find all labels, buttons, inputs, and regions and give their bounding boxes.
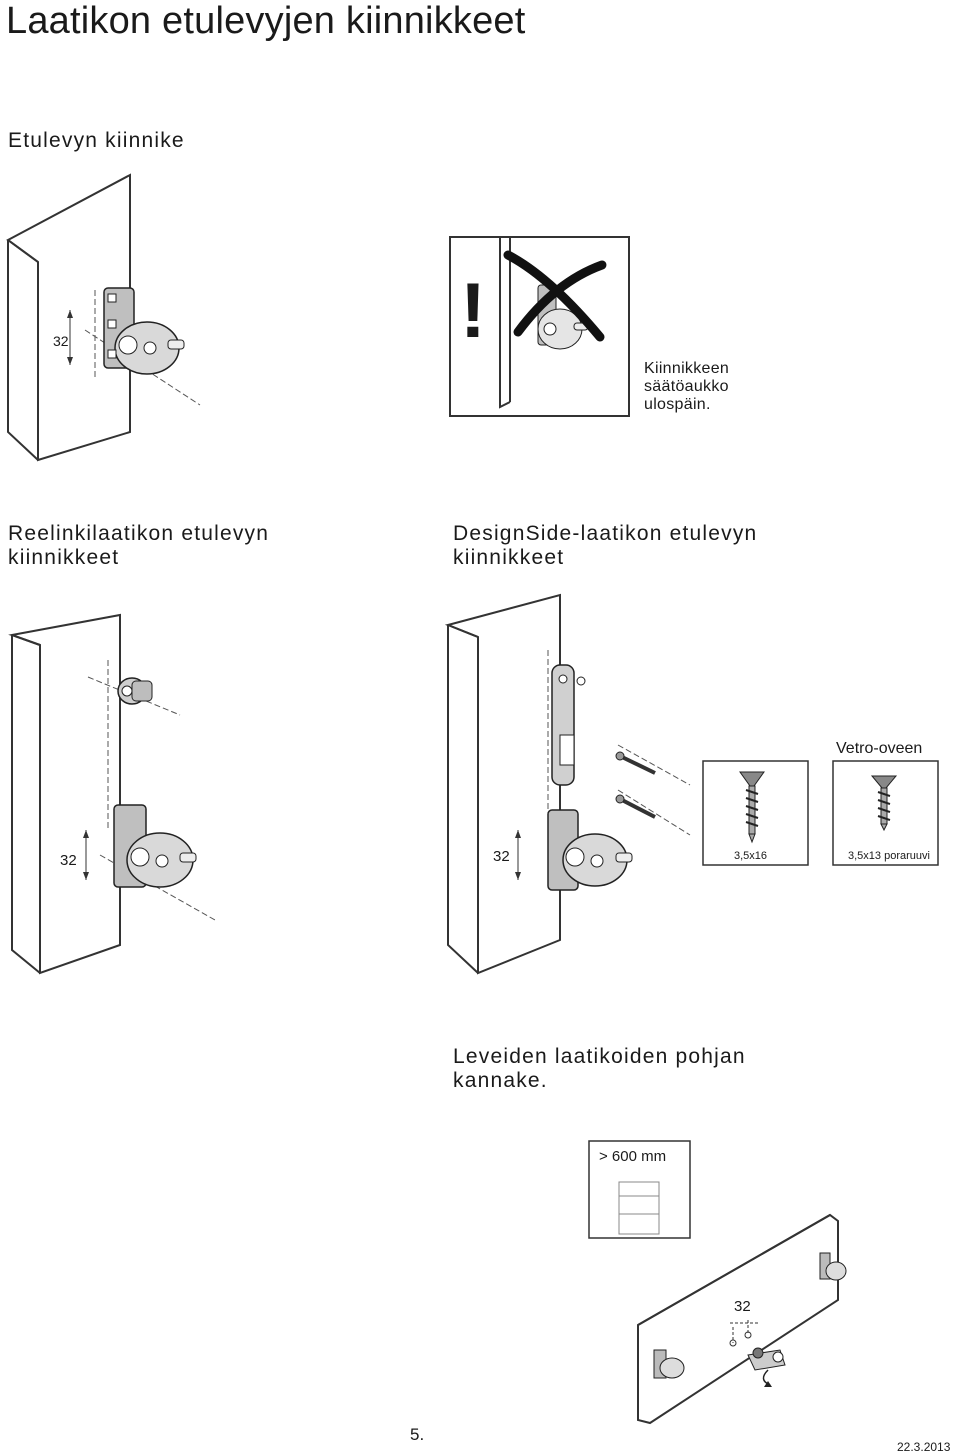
screw-icon [615,794,656,819]
dimension-label: 32 [53,333,69,349]
warning-box [449,236,630,417]
bracket-icon [747,1347,786,1387]
front-panel-fitting-illustration [6,173,201,462]
section-heading-rail-drawer: Reelinkilaatikon etulevyn kiinnikkeet [8,522,270,569]
fitting-icon [819,1252,847,1281]
screw-3-5x13-icon [870,775,898,832]
width-label: > 600 mm [599,1148,667,1165]
warning-icon: ! [460,266,486,354]
section-heading-front-fitting: Etulevyn kiinnike [8,129,185,152]
rail-drawer-illustration [8,613,216,975]
top-fitting-icon [117,677,153,705]
dimension-label: 32 [734,1298,751,1315]
section-heading-designside-drawer: DesignSide-laatikon etulevyn kiinnikkeet [453,522,758,569]
screw-3-5x16-icon [739,771,765,844]
wide-drawer-bracket-illustration [637,1213,847,1425]
vetro-label: Vetro-oveen [836,740,923,757]
fitting-icon [547,809,633,891]
section-heading-wide-drawer: Leveiden laatikoiden pohjan kannake. [453,1045,746,1092]
screw-spec-box [702,760,939,866]
screw-icon [615,751,656,775]
page-title: Laatikon etulevyjen kiinnikkeet [6,0,526,42]
screw-2-label: 3,5x13 poraruuvi [848,850,930,862]
fitting-icon [653,1349,685,1379]
rail-fitting-icon [551,664,586,786]
fitting-icon [113,804,197,888]
cross-icon [503,250,607,342]
note-adjustment-hole: Kiinnikkeen säätöaukko ulospäin. [644,360,730,413]
dimension-label: 32 [60,852,77,869]
screw-1-label: 3,5x16 [734,850,768,862]
dimension-label: 32 [493,848,510,865]
fitting-icon [103,287,185,375]
page-number: 5. [410,1425,425,1444]
page-date: 22.3.2013 [897,1440,951,1454]
width-box [588,1140,691,1239]
designside-drawer-illustration [444,593,691,975]
